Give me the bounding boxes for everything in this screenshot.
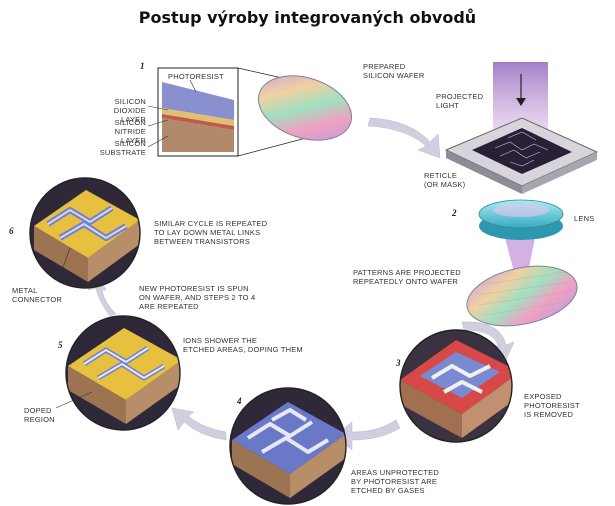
- step3-circle: [399, 329, 513, 443]
- step-number-4: 4: [237, 396, 242, 406]
- exposed-wafer: [466, 265, 578, 327]
- label-ions-shower: IONS SHOWER THE ETCHED AREAS, DOPING THE…: [183, 336, 303, 354]
- label-metal-connector: METAL CONNECTOR: [12, 286, 62, 304]
- step-number-3: 3: [396, 358, 401, 368]
- label-silicon-dioxide: SILICON DIOXIDE LAYER: [113, 97, 146, 124]
- label-photoresist: PHOTORESIST: [168, 72, 224, 81]
- step-number-5: 5: [58, 340, 63, 350]
- label-prepared-wafer: PREPARED SILICON WAFER: [363, 62, 425, 80]
- leader-lines: [55, 79, 197, 409]
- label-lens: LENS: [574, 214, 595, 223]
- label-similar-cycle: SIMILAR CYCLE IS REPEATED TO LAY DOWN ME…: [154, 219, 268, 246]
- reticle: [444, 117, 599, 194]
- label-silicon-nitride: SILICON NITRIDE LAYER: [114, 118, 146, 145]
- label-doped-region: DOPED REGION: [24, 406, 55, 424]
- step-number-6: 6: [9, 226, 14, 236]
- label-new-photoresist: NEW PHOTORESIST IS SPUN ON WAFER, AND ST…: [139, 284, 256, 311]
- step3-detail: [400, 330, 512, 442]
- page-title: Postup výroby integrovaných obvodů: [138, 8, 477, 27]
- step4-detail: [230, 388, 346, 504]
- label-exposed-removed: EXPOSED PHOTORESIST IS REMOVED: [524, 392, 580, 419]
- layer-cross-section: [157, 67, 345, 157]
- step4-circle: [229, 387, 347, 505]
- step5-circle: [65, 315, 181, 431]
- label-patterns-projected: PATTERNS ARE PROJECTED REPEATEDLY ONTO W…: [353, 268, 461, 286]
- step-number-2: 2: [452, 208, 457, 218]
- label-reticle: RETICLE (OR MASK): [424, 171, 466, 189]
- step-number-1: 1: [140, 61, 145, 71]
- label-areas-unprotected: AREAS UNPROTECTED BY PHOTORESIST ARE ETC…: [351, 468, 439, 495]
- label-projected-light: PROJECTED LIGHT: [436, 92, 484, 110]
- step6-circle: [29, 177, 141, 289]
- step5-detail: [66, 316, 180, 430]
- label-silicon-substrate: SILICON SUBSTRATE: [99, 139, 146, 157]
- lens: [478, 199, 564, 240]
- prepared-wafer: [257, 75, 353, 141]
- step6-detail: [30, 178, 140, 288]
